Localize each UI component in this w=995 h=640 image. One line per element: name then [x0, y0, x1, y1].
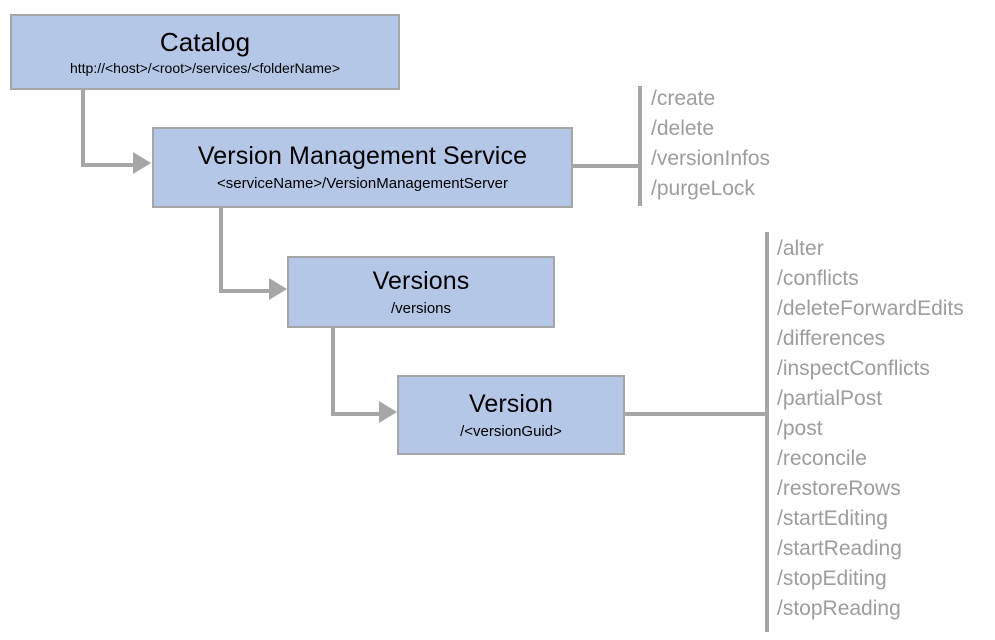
version-operation-item[interactable]: /differences	[777, 327, 886, 350]
version-operation-item[interactable]: /stopEditing	[777, 567, 887, 590]
version-operation-item[interactable]: /reconcile	[777, 447, 867, 470]
version-operations-list: /alter/conflicts/deleteForwardEdits/diff…	[777, 234, 964, 624]
connector-versions-to-version-vertical	[331, 328, 335, 416]
service-operation-item[interactable]: /delete	[651, 117, 715, 140]
arrowhead-icon-catalog-to-service	[133, 152, 151, 174]
connector-catalog-to-service-vertical	[81, 90, 85, 167]
node-catalog[interactable]: Catalog http://<host>/<root>/services/<f…	[10, 14, 400, 90]
node-version[interactable]: Version /<versionGuid>	[397, 375, 625, 455]
node-version-subtitle: /<versionGuid>	[460, 422, 562, 440]
node-catalog-title: Catalog	[159, 26, 251, 57]
node-version-title: Version	[468, 389, 554, 418]
bracket-service-operations	[638, 86, 642, 206]
version-operation-item[interactable]: /restoreRows	[777, 477, 901, 500]
version-operation-item[interactable]: /post	[777, 417, 823, 440]
service-operation-item[interactable]: /versionInfos	[651, 147, 771, 170]
service-operations-list: /create/delete/versionInfos/purgeLock	[651, 84, 770, 204]
bracket-version-operations	[765, 232, 769, 632]
version-operation-item[interactable]: /alter	[777, 237, 824, 260]
version-operation-item[interactable]: /partialPost	[777, 387, 883, 410]
connector-versions-to-version-horizontal	[331, 412, 383, 416]
arrowhead-icon-versions-to-version	[379, 401, 397, 423]
connector-version-to-operations	[625, 412, 768, 416]
node-versions-title: Versions	[372, 266, 470, 295]
version-operation-item[interactable]: /startReading	[777, 537, 902, 560]
connector-catalog-to-service-horizontal	[81, 163, 137, 167]
version-operation-item[interactable]: /stopReading	[777, 597, 901, 620]
node-version-management-service[interactable]: Version Management Service <serviceName>…	[152, 127, 573, 208]
service-operation-item[interactable]: /purgeLock	[651, 177, 755, 200]
version-operation-item[interactable]: /startEditing	[777, 507, 888, 530]
version-operation-item[interactable]: /conflicts	[777, 267, 859, 290]
node-versions[interactable]: Versions /versions	[287, 256, 555, 328]
node-version-management-service-subtitle: <serviceName>/VersionManagementServer	[217, 175, 508, 193]
node-version-management-service-title: Version Management Service	[197, 142, 528, 170]
arrowhead-icon-service-to-versions	[269, 278, 287, 300]
version-operation-item[interactable]: /deleteForwardEdits	[777, 297, 964, 320]
service-operation-item[interactable]: /create	[651, 87, 716, 110]
version-operation-item[interactable]: /inspectConflicts	[777, 357, 930, 380]
node-catalog-subtitle: http://<host>/<root>/services/<folderNam…	[69, 59, 341, 76]
connector-service-to-versions-horizontal	[219, 289, 273, 293]
connector-service-to-versions-vertical	[219, 208, 223, 293]
node-versions-subtitle: /versions	[390, 299, 452, 317]
connector-service-to-operations	[573, 164, 642, 168]
